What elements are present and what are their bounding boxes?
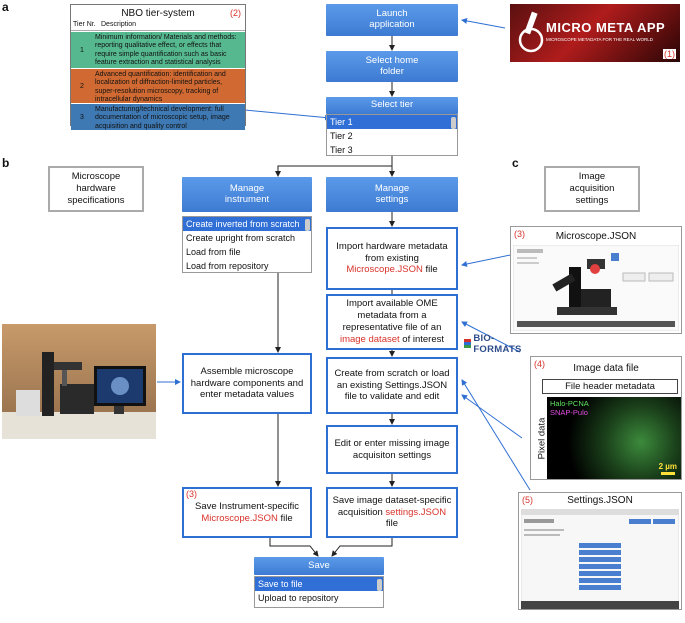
instrument-option[interactable]: Create upright from scratch (186, 233, 296, 243)
panel-letter-a: a (2, 0, 9, 14)
tier-col-header: Tier Nr. (73, 21, 96, 28)
step-text: Import available OME metadata from a rep… (342, 298, 442, 333)
settings-app-illustration (521, 509, 679, 609)
select-home-folder-button[interactable]: Select home folder (326, 51, 458, 82)
instrument-option[interactable]: Load from repository (186, 261, 269, 271)
panel-letter-c: c (512, 156, 519, 170)
step-text: Save Instrument-specific (194, 500, 299, 512)
channel-label-halo: Halo-PCNA (550, 399, 589, 408)
tier-row-description: Minimum information/ Materials and metho… (95, 34, 237, 67)
import-hardware-metadata-step[interactable]: Import hardware metadata from existing M… (326, 227, 458, 290)
tier-option[interactable]: Tier 3 (330, 145, 353, 155)
save-instrument-ref: (3) (186, 489, 197, 499)
pixel-data-label: Pixel data (536, 417, 548, 460)
step-text: Save image dataset-specific acquisition (332, 494, 452, 518)
logo-tagline: MICROSCOPE METADATA FOR THE REAL WORLD (546, 37, 654, 42)
tier-list-scrollbar[interactable] (451, 117, 456, 129)
save-option[interactable]: Upload to repository (258, 593, 339, 603)
save-button[interactable]: Save (254, 557, 384, 575)
step-text: Import hardware metadata from existing (336, 240, 448, 264)
step-text: file (385, 518, 399, 530)
create-settings-step[interactable]: Create from scratch or load an existing … (326, 357, 458, 414)
microscope-logo-icon (518, 11, 544, 53)
image-data-file-preview: (4) Image data file File header metadata… (530, 356, 682, 480)
hardware-specifications-label: Microscope hardware specifications (48, 166, 144, 212)
desc-col-header: Description (101, 21, 137, 28)
microscope-photo-illustration (2, 352, 156, 439)
microscope-json-preview: (3) Microscope.JSON (510, 226, 682, 334)
tier-row-description: Manufacturing/technical development: ful… (95, 106, 230, 130)
tier-row-number: 1 (80, 46, 84, 54)
tier-option[interactable]: Tier 2 (330, 131, 353, 141)
tier-table-ref: (2) (230, 8, 241, 18)
instrument-list-scrollbar[interactable] (305, 219, 310, 231)
tier-row-description: Advanced quantification: identification … (95, 71, 226, 104)
file-header-box: File header metadata (542, 379, 678, 394)
tier-table-title: NBO tier-system (121, 8, 195, 19)
instrument-select-list[interactable]: Create inverted from scratch Create upri… (182, 216, 312, 273)
save-option[interactable]: Save to file (255, 577, 383, 591)
manage-settings-button[interactable]: Manage settings (326, 177, 458, 212)
bio-formats-logo: BIO-FORMATS (464, 333, 530, 355)
image-data-ref: (4) (534, 359, 545, 369)
manage-instrument-button[interactable]: Manage instrument (182, 177, 312, 212)
edit-settings-step[interactable]: Edit or enter missing image acquisiton s… (326, 425, 458, 474)
settings-json-preview: (5) Settings.JSON (518, 492, 682, 610)
tier-row-number: 3 (80, 113, 84, 121)
instrument-option[interactable]: Load from file (186, 247, 241, 257)
assemble-hardware-step[interactable]: Assemble microscope hardware components … (182, 353, 312, 414)
scale-bar (661, 472, 675, 475)
microscope-photo (2, 324, 156, 439)
import-ome-metadata-step[interactable]: Import available OME metadata from a rep… (326, 294, 458, 350)
tier-row-1: 1 Minimum information/ Materials and met… (71, 31, 245, 68)
bio-formats-icon (464, 339, 472, 348)
microscope-json-link: Microscope.JSON (346, 264, 423, 276)
microscope-json-title: Microscope.JSON (555, 231, 637, 242)
tier-table: NBO tier-system (2) Tier Nr. Description… (70, 4, 246, 130)
tier-select-list[interactable]: Tier 1 Tier 2 Tier 3 (326, 114, 458, 156)
settings-json-title: Settings.JSON (567, 495, 633, 506)
image-dataset-link: image dataset (339, 333, 400, 345)
logo-ref: (1) (663, 49, 676, 59)
tier-row-number: 2 (80, 82, 84, 90)
scale-bar-label: 2 µm (658, 462, 677, 471)
micro-meta-app-logo: MICRO META APP MICROSCOPE METADATA FOR T… (510, 4, 680, 62)
microscope-schematic-illustration (513, 245, 679, 331)
channel-label-snap: SNAP-Pulo (550, 408, 588, 417)
acquisition-settings-label: Image acquisition settings (544, 166, 640, 212)
microscope-json-link: Microscope.JSON (201, 512, 278, 524)
save-list-scrollbar[interactable] (377, 579, 382, 591)
instrument-option[interactable]: Create inverted from scratch (183, 217, 311, 231)
tier-row-2: 2 Advanced quantification: identificatio… (71, 68, 245, 103)
tier-row-3: 3 Manufacturing/technical development: f… (71, 103, 245, 130)
step-text: file (280, 512, 293, 524)
logo-title: MICRO META APP (546, 20, 666, 35)
save-image-settings-step[interactable]: Save image dataset-specific acquisition … (326, 487, 458, 538)
step-text: of interest (402, 333, 445, 345)
save-instrument-step[interactable]: Save Instrument-specific Microscope.JSON… (182, 487, 312, 538)
pixel-data-image: Halo-PCNA SNAP-Pulo 2 µm (547, 397, 681, 479)
launch-application-button[interactable]: Launch application (326, 4, 458, 36)
microscope-json-ref: (3) (514, 229, 525, 239)
panel-letter-b: b (2, 156, 10, 170)
step-text: file (425, 264, 438, 276)
settings-json-link: settings.JSON (385, 506, 447, 518)
image-data-title: Image data file (573, 363, 639, 374)
bio-formats-text: BIO-FORMATS (473, 332, 522, 355)
select-tier-button[interactable]: Select tier (326, 97, 458, 114)
settings-json-ref: (5) (522, 495, 533, 505)
tier-option[interactable]: Tier 1 (327, 115, 457, 129)
save-select-list[interactable]: Save to file Upload to repository (254, 576, 384, 608)
